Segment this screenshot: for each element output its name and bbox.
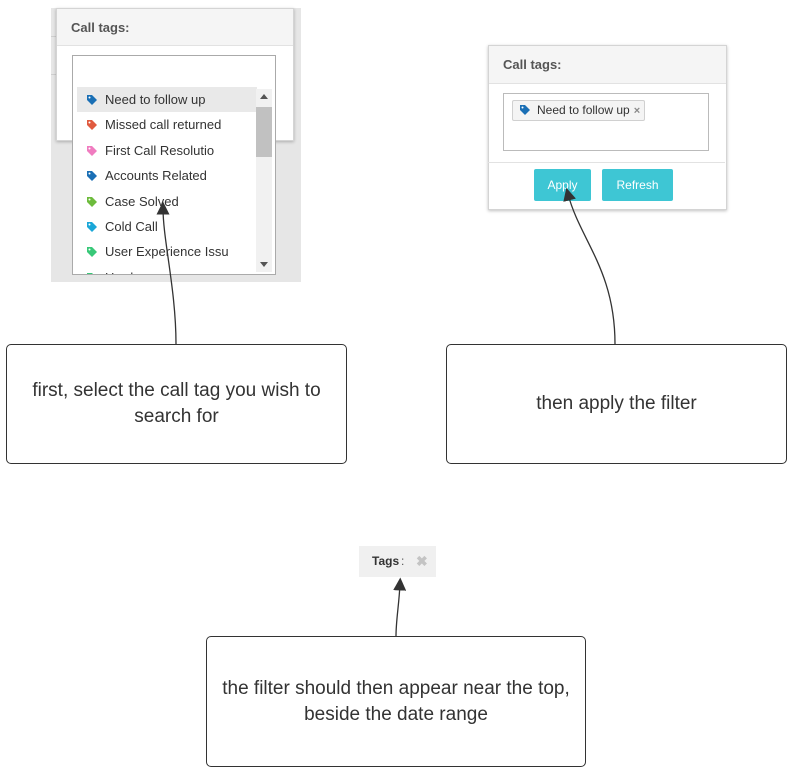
arrow-to-tags-filter	[393, 577, 407, 637]
tag-icon	[87, 95, 97, 105]
refresh-button[interactable]: Refresh	[602, 169, 673, 201]
call-tag-option-label: First Call Resolutio	[105, 142, 215, 158]
call-tag-option-label: Need to follow up	[105, 92, 206, 107]
call-tag-option-label: Accounts Related	[105, 168, 207, 184]
call-tags-header: Call tags:	[57, 9, 293, 46]
call-tag-option[interactable]: Accounts Related	[77, 163, 257, 188]
callout-filter-appears: the filter should then appear near the t…	[206, 636, 586, 767]
arrow-to-selected-option	[156, 201, 177, 345]
remove-tag-icon[interactable]: ×	[633, 105, 641, 117]
panel-footer-divider	[488, 162, 725, 163]
background-line	[51, 36, 57, 37]
scroll-up-arrow-icon[interactable]	[260, 94, 268, 99]
call-tag-option-label: Hard...	[105, 270, 144, 274]
scroll-thumb[interactable]	[256, 107, 272, 157]
tag-icon	[87, 272, 94, 274]
selected-tags-box[interactable]: Need to follow up×	[503, 93, 709, 151]
arrow-to-apply-button	[563, 187, 616, 345]
scroll-down-arrow-icon[interactable]	[260, 262, 268, 267]
tag-icon	[520, 105, 530, 115]
tags-filter-label: Tags	[372, 554, 400, 568]
call-tags-header: Call tags:	[489, 46, 726, 84]
remove-filter-icon[interactable]: ✖	[416, 553, 428, 569]
call-tag-option[interactable]: First Call Resolutio	[77, 138, 257, 163]
call-tag-option[interactable]: Missed call returned	[77, 112, 257, 137]
dropdown-scrollbar[interactable]	[256, 89, 272, 272]
call-tag-option[interactable]: Hard...	[77, 265, 257, 274]
tag-icon	[87, 196, 97, 207]
call-tag-option-label: Missed call returned	[105, 117, 222, 133]
tags-filter-colon: :	[401, 554, 405, 568]
call-tag-option[interactable]: Cold Call	[77, 214, 257, 239]
selected-tag-label: Need to follow up	[537, 103, 630, 117]
callout-select-tag: first, select the call tag you wish to s…	[6, 344, 347, 464]
tag-icon	[87, 247, 97, 258]
background-line	[51, 74, 57, 75]
selected-tag-chip: Need to follow up×	[512, 100, 646, 121]
tag-icon	[87, 145, 97, 156]
tag-icon	[87, 222, 97, 232]
callout-apply-filter: then apply the filter	[446, 344, 787, 464]
call-tag-option[interactable]: Need to follow up	[77, 87, 257, 112]
tag-icon	[87, 120, 97, 131]
tag-icon	[87, 171, 97, 182]
tags-filter-pill: Tags : ✖	[359, 546, 436, 577]
call-tag-option-label: Cold Call	[105, 219, 158, 234]
